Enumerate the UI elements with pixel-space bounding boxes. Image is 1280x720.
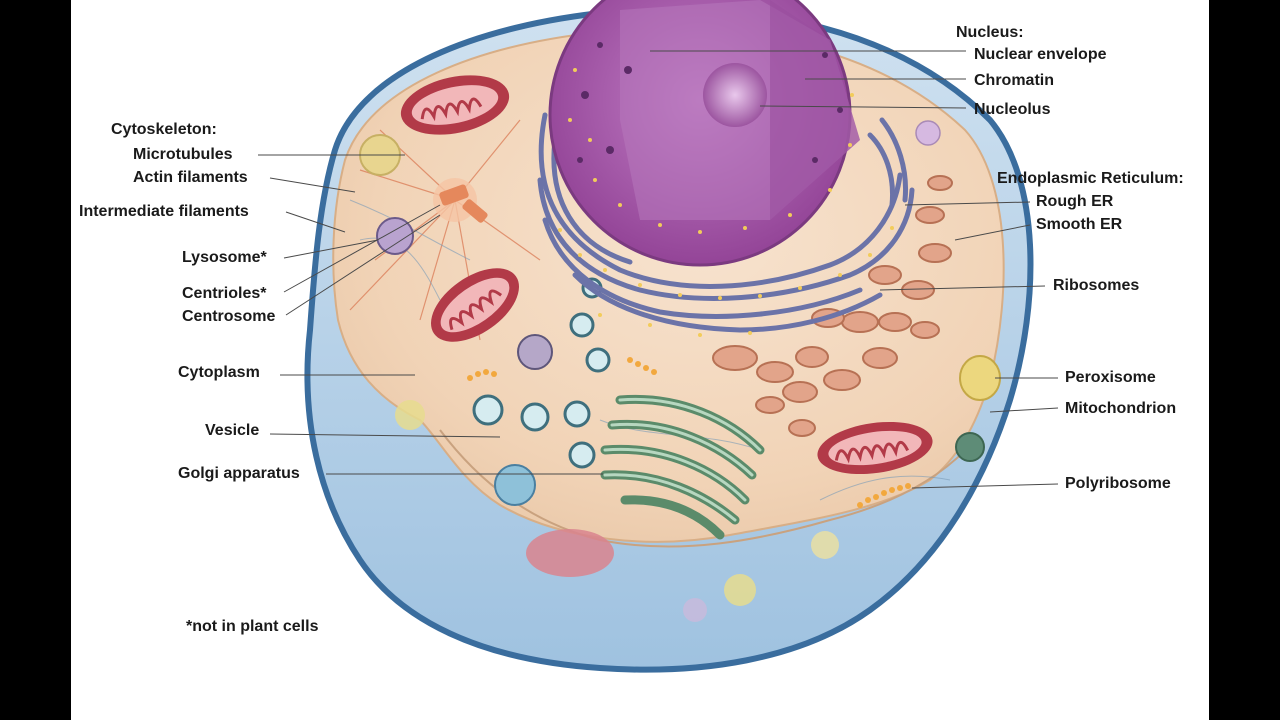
label-smooth-er: Smooth ER	[1036, 216, 1123, 233]
label-nucleus: Nucleus:	[956, 24, 1024, 41]
centrosome	[433, 178, 488, 223]
smooth-er	[712, 175, 953, 437]
label-ribosomes: Ribosomes	[1053, 277, 1140, 294]
label-endoplasmic-reticulum: Endoplasmic Reticulum:	[997, 170, 1184, 187]
label-cytoplasm: Cytoplasm	[178, 364, 260, 381]
label-actin-filaments: Actin filaments	[133, 169, 248, 186]
label-intermediate-filaments: Intermediate filaments	[79, 203, 249, 220]
leader-lines	[258, 50, 1059, 489]
label-nucleolus: Nucleolus	[974, 101, 1051, 118]
label-vesicle: Vesicle	[205, 422, 260, 439]
mitochondrion-1	[400, 75, 510, 135]
label-golgi-apparatus: Golgi apparatus	[178, 465, 300, 482]
label-microtubules: Microtubules	[133, 146, 233, 163]
label-nuclear-envelope: Nuclear envelope	[974, 46, 1107, 63]
nucleus	[548, 0, 860, 267]
lysosome	[376, 217, 414, 255]
label-polyribosome: Polyribosome	[1065, 475, 1171, 492]
label-lysosome: Lysosome*	[182, 249, 267, 266]
vesicles	[472, 277, 611, 469]
diagram-canvas: Cytoskeleton: Microtubules Actin filamen…	[71, 0, 1209, 720]
nucleolus	[703, 63, 767, 127]
label-peroxisome: Peroxisome	[1065, 369, 1156, 386]
label-centrioles: Centrioles*	[182, 285, 267, 302]
footnote: *not in plant cells	[186, 618, 319, 635]
label-chromatin: Chromatin	[974, 72, 1054, 89]
label-centrosome: Centrosome	[182, 308, 276, 325]
peroxisome	[959, 355, 1001, 401]
polyribosome	[467, 357, 911, 508]
label-cytoskeleton: Cytoskeleton:	[111, 121, 217, 138]
label-rough-er: Rough ER	[1036, 193, 1114, 210]
label-mitochondrion: Mitochondrion	[1065, 400, 1177, 417]
cell-illustration	[258, 0, 1059, 673]
mitochondrion-3	[817, 421, 933, 475]
mitochondrion-2	[431, 268, 519, 342]
